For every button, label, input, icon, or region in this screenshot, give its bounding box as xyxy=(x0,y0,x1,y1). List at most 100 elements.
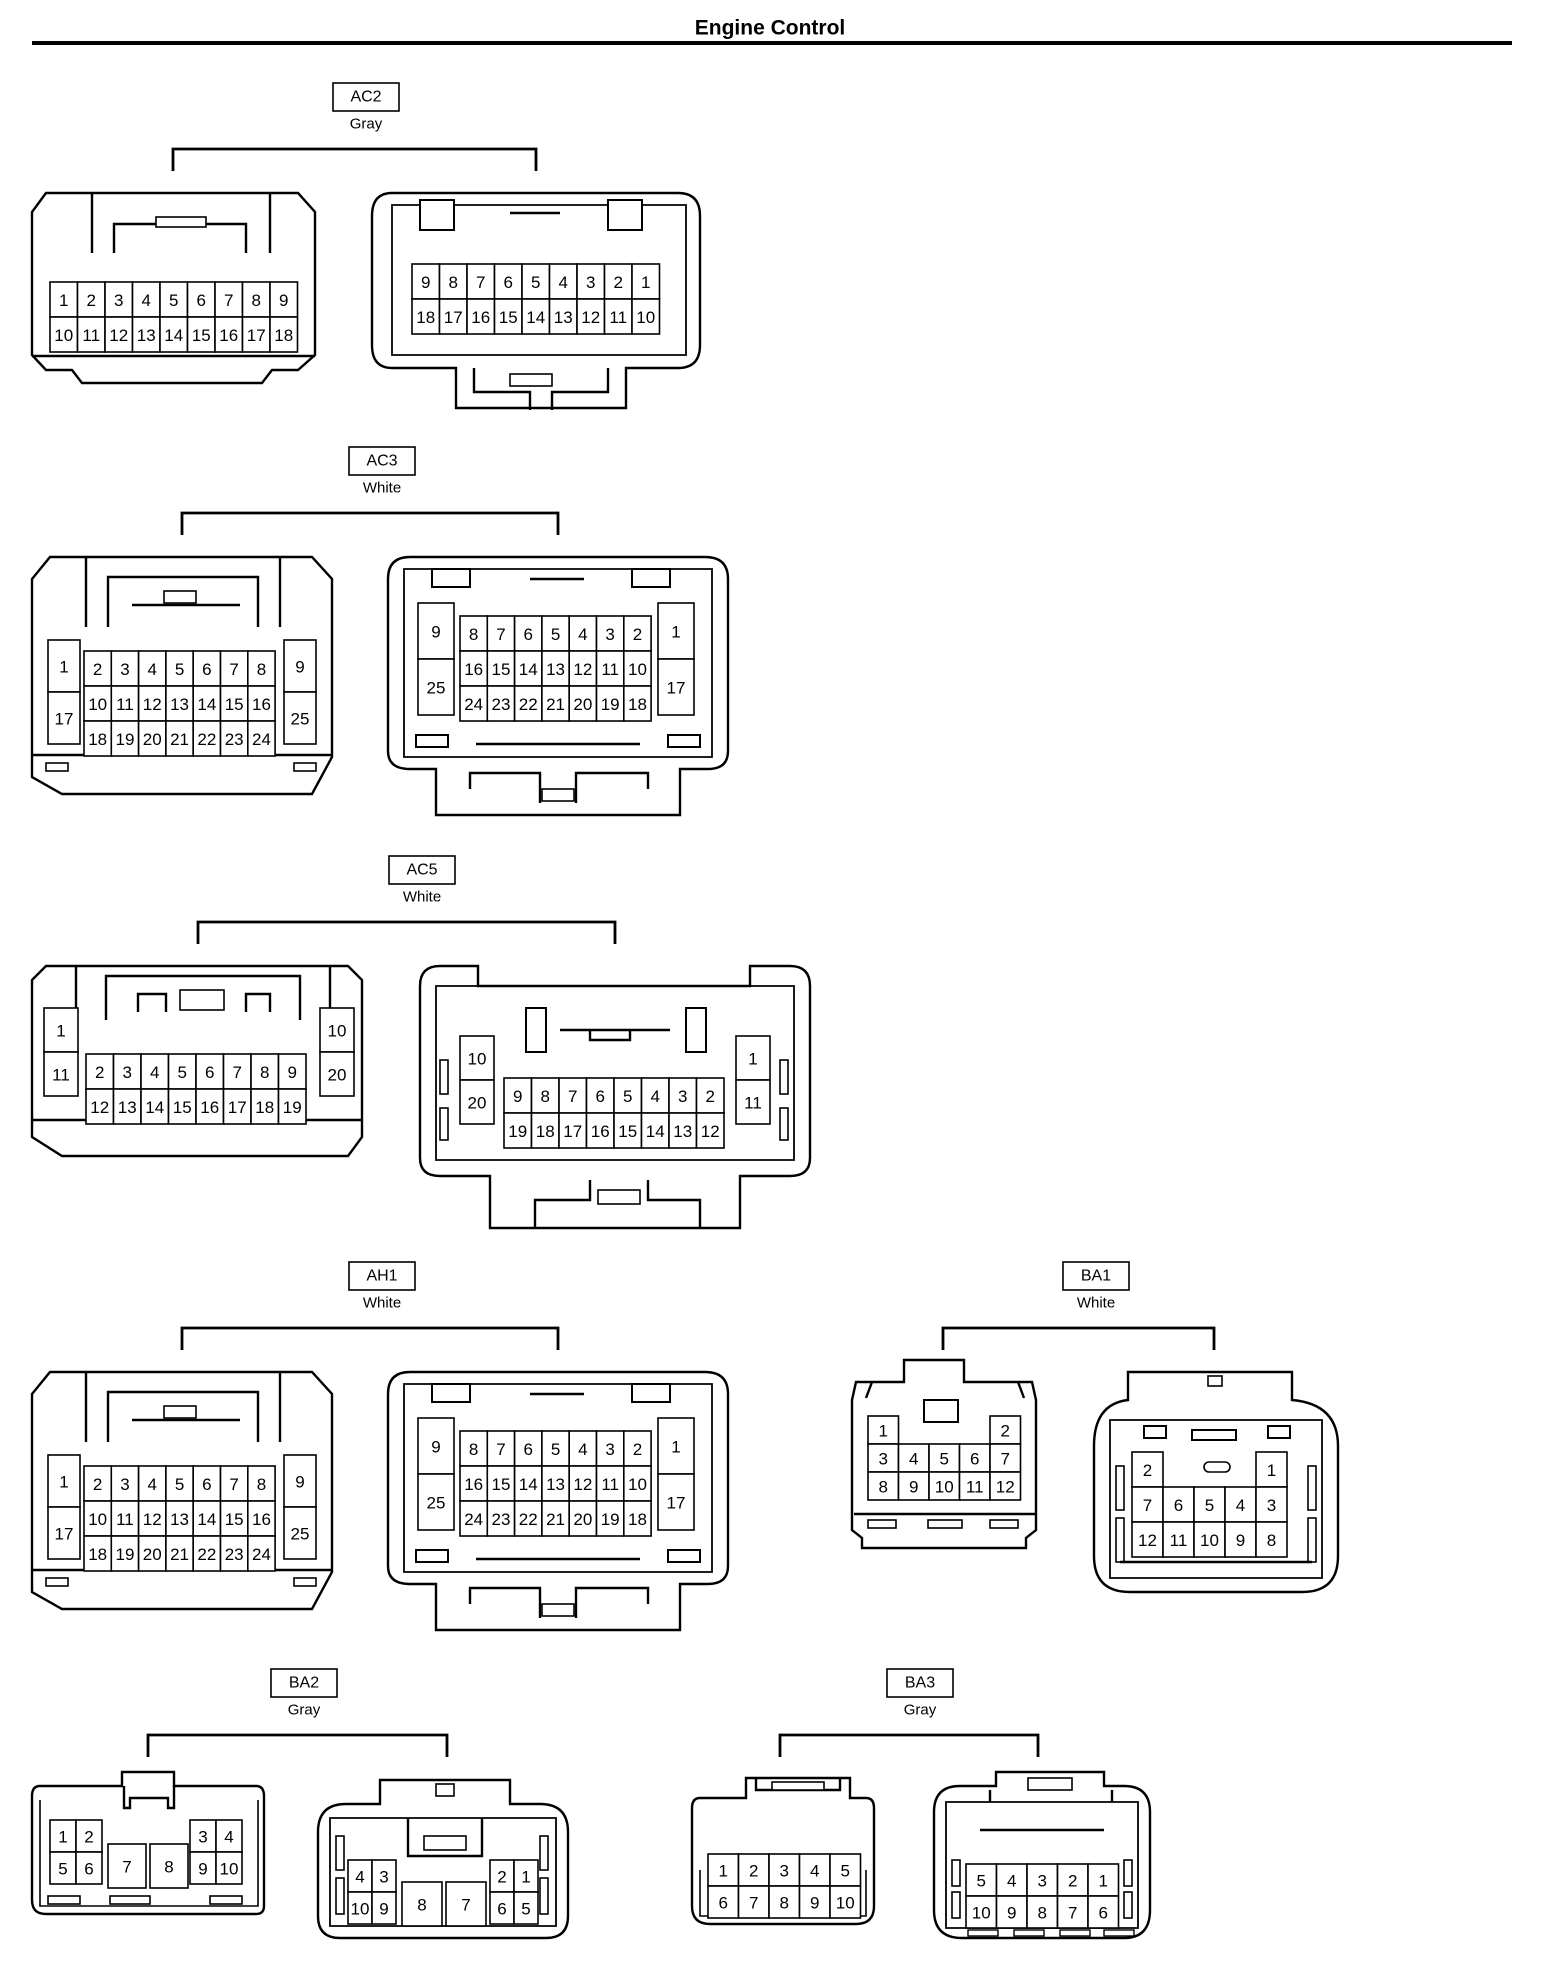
pin-label: 20 xyxy=(573,1510,592,1529)
pin-cell xyxy=(371,1891,397,1925)
pin-label: 13 xyxy=(118,1098,137,1117)
pin-cell xyxy=(445,1881,487,1927)
pin-cell xyxy=(283,639,317,693)
pin-label: 1 xyxy=(719,1862,728,1881)
pin-label: 7 xyxy=(233,1063,242,1082)
pin-cell xyxy=(489,1859,515,1893)
pin-label: 17 xyxy=(667,1494,686,1513)
connector-outline xyxy=(419,199,455,231)
pin-label: 3 xyxy=(120,660,129,679)
pin-cell xyxy=(165,1535,194,1572)
pin-cell xyxy=(595,1500,625,1537)
pin-cell xyxy=(75,1819,103,1853)
connector-outline xyxy=(685,1007,707,1053)
pin-label: 13 xyxy=(554,308,573,327)
connector-outline xyxy=(779,1059,789,1095)
connector-outline xyxy=(316,1778,570,1940)
pin-cell xyxy=(622,615,652,652)
connector-outline xyxy=(541,788,575,802)
pin-label: 15 xyxy=(225,695,244,714)
pin-label: 12 xyxy=(573,1475,592,1494)
pin-label: 10 xyxy=(351,1900,370,1919)
pin-cell xyxy=(83,720,113,757)
pin-cell xyxy=(897,1471,930,1501)
pin-cell xyxy=(131,281,161,318)
pin-cell xyxy=(735,1035,771,1081)
pin-label: 1 xyxy=(56,1022,65,1041)
connector-outline xyxy=(209,1895,243,1905)
pin-label: 2 xyxy=(633,625,642,644)
pin-cell xyxy=(595,1465,625,1502)
pin-label: 9 xyxy=(909,1478,918,1497)
pin-cell xyxy=(1131,1486,1164,1523)
pin-label: 16 xyxy=(219,326,238,345)
pin-label: 21 xyxy=(546,1510,565,1529)
pin-cell xyxy=(137,720,167,757)
pin-cell xyxy=(192,650,222,687)
pin-cell xyxy=(530,1112,560,1149)
pin-cell xyxy=(513,1891,539,1925)
pin-label: 12 xyxy=(109,326,128,345)
pin-cell xyxy=(1193,1521,1226,1558)
pin-cell xyxy=(631,298,661,335)
connector-outline xyxy=(945,1801,1139,1929)
pin-label: 15 xyxy=(618,1122,637,1141)
pin-label: 6 xyxy=(202,660,211,679)
pin-label: 18 xyxy=(88,1545,107,1564)
pin-label: 7 xyxy=(749,1894,758,1913)
pin-label: 17 xyxy=(667,679,686,698)
pin-label: 12 xyxy=(701,1122,720,1141)
pin-cell xyxy=(622,685,652,722)
pin-label: 4 xyxy=(810,1862,819,1881)
connector-outline xyxy=(989,1519,1019,1529)
connector-outline xyxy=(403,568,713,758)
connector-outline xyxy=(106,575,260,627)
pin-label: 4 xyxy=(355,1868,364,1887)
pin-cell xyxy=(43,1051,79,1097)
pin-label: 4 xyxy=(651,1087,660,1106)
pin-label: 19 xyxy=(115,730,134,749)
connector-outline xyxy=(525,1007,547,1053)
pin-label: 10 xyxy=(468,1050,487,1069)
pin-label: 2 xyxy=(1143,1461,1152,1480)
pin-label: 8 xyxy=(1038,1904,1047,1923)
pin-label: 3 xyxy=(1038,1872,1047,1891)
pin-label: 14 xyxy=(164,326,183,345)
connector-outline xyxy=(439,1107,449,1141)
pin-cell xyxy=(1087,1863,1120,1897)
connector-outline xyxy=(539,1877,549,1915)
connector-bracket xyxy=(196,920,617,944)
connector-id: AH1 xyxy=(366,1268,397,1285)
pin-label: 16 xyxy=(252,695,271,714)
connector-id-box xyxy=(348,446,416,476)
pin-cell xyxy=(1087,1895,1120,1929)
connector-id-box xyxy=(886,1668,954,1698)
pin-label: 5 xyxy=(841,1862,850,1881)
connector-outline xyxy=(431,568,471,588)
pin-cell xyxy=(631,263,661,300)
pin-label: 5 xyxy=(169,291,178,310)
pin-label: 11 xyxy=(744,1094,762,1113)
pin-label: 6 xyxy=(504,273,513,292)
pin-label: 10 xyxy=(935,1478,954,1497)
pin-label: 3 xyxy=(120,1475,129,1494)
pin-label: 1 xyxy=(671,623,680,642)
pin-cell xyxy=(417,1473,455,1531)
pin-label: 24 xyxy=(252,730,271,749)
pin-label: 13 xyxy=(170,1510,189,1529)
connector-outline xyxy=(597,1189,641,1205)
connector-bracket xyxy=(146,1733,449,1757)
connector-color: White xyxy=(1077,1295,1115,1312)
pin-cell xyxy=(417,1417,455,1475)
pin-label: 10 xyxy=(628,660,647,679)
pin-cell xyxy=(995,1863,1028,1897)
pin-cell xyxy=(768,1853,801,1887)
connector-id-box xyxy=(332,82,400,112)
